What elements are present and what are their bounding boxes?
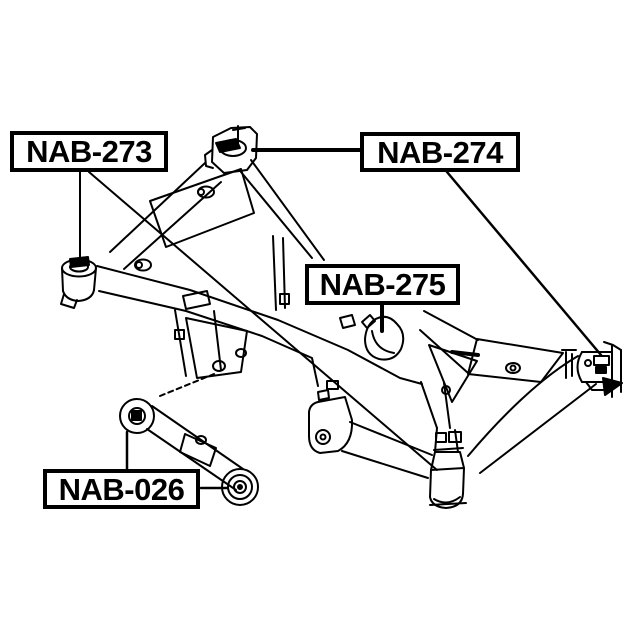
part-label-nab-275: NAB-275: [305, 264, 460, 305]
control-arm: [119, 373, 259, 506]
bushing-rear-right: [576, 341, 623, 398]
part-label-nab-275-text: NAB-275: [319, 267, 446, 302]
leader-lines: [79, 148, 603, 490]
part-label-nab-274: NAB-274: [360, 132, 520, 172]
part-label-nab-273-text: NAB-273: [26, 134, 152, 169]
bushing-top-center: [204, 125, 258, 174]
leader-nab273-diagonal: [88, 171, 438, 471]
part-label-nab-026: NAB-026: [43, 469, 200, 509]
bushing-front-left: [60, 256, 97, 309]
leader-nab274-diagonal: [445, 170, 603, 357]
part-label-nab-026-text: NAB-026: [58, 471, 185, 507]
subframe-outline: [96, 159, 597, 479]
part-label-nab-273: NAB-273: [10, 131, 168, 172]
bushing-rear-center: [429, 431, 467, 509]
part-label-nab-274-text: NAB-274: [377, 134, 503, 170]
bushing-center: [361, 314, 405, 361]
